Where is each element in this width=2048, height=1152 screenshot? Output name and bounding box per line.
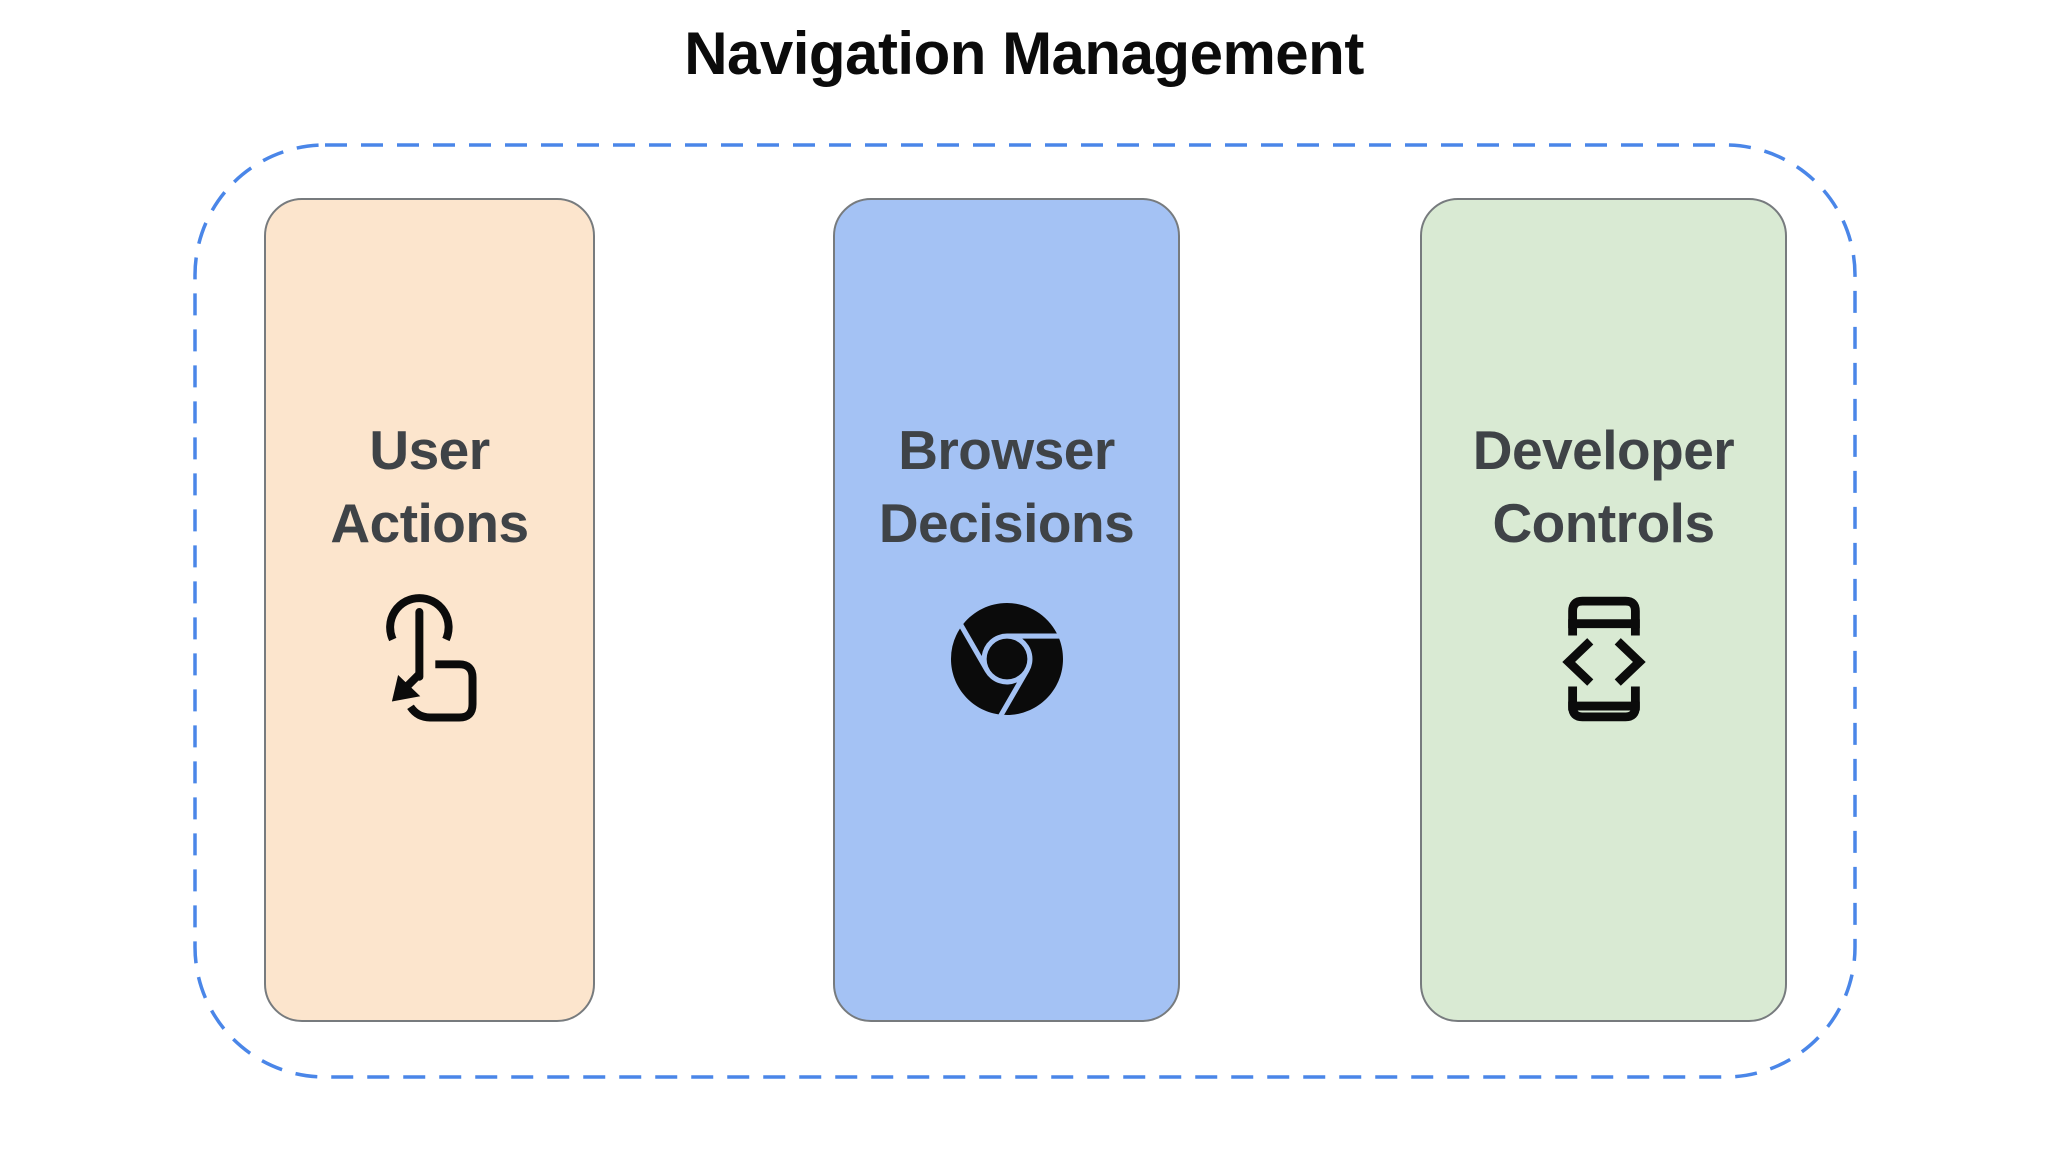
- chrome-browser-icon: [950, 589, 1063, 729]
- card-label-user-actions: User Actions: [330, 414, 529, 560]
- dashed-border-rect: [193, 143, 1857, 1079]
- tap-gesture-icon: [374, 589, 486, 729]
- card-developer-controls: Developer Controls: [1420, 198, 1787, 1022]
- card-user-actions: User Actions: [264, 198, 595, 1022]
- developer-mode-icon: [1553, 589, 1655, 729]
- card-label-line: Browser: [898, 419, 1115, 481]
- card-label-browser-decisions: Browser Decisions: [878, 414, 1135, 560]
- card-label-developer-controls: Developer Controls: [1472, 414, 1735, 560]
- card-label-line: Actions: [330, 492, 529, 554]
- card-label-line: Controls: [1492, 492, 1715, 554]
- dashed-group-border: [193, 143, 1857, 1079]
- card-label-line: Decisions: [878, 492, 1135, 554]
- card-label-line: Developer: [1472, 419, 1735, 481]
- card-browser-decisions: Browser Decisions: [833, 198, 1180, 1022]
- page-title: Navigation Management: [684, 20, 1364, 87]
- card-label-line: User: [369, 419, 490, 481]
